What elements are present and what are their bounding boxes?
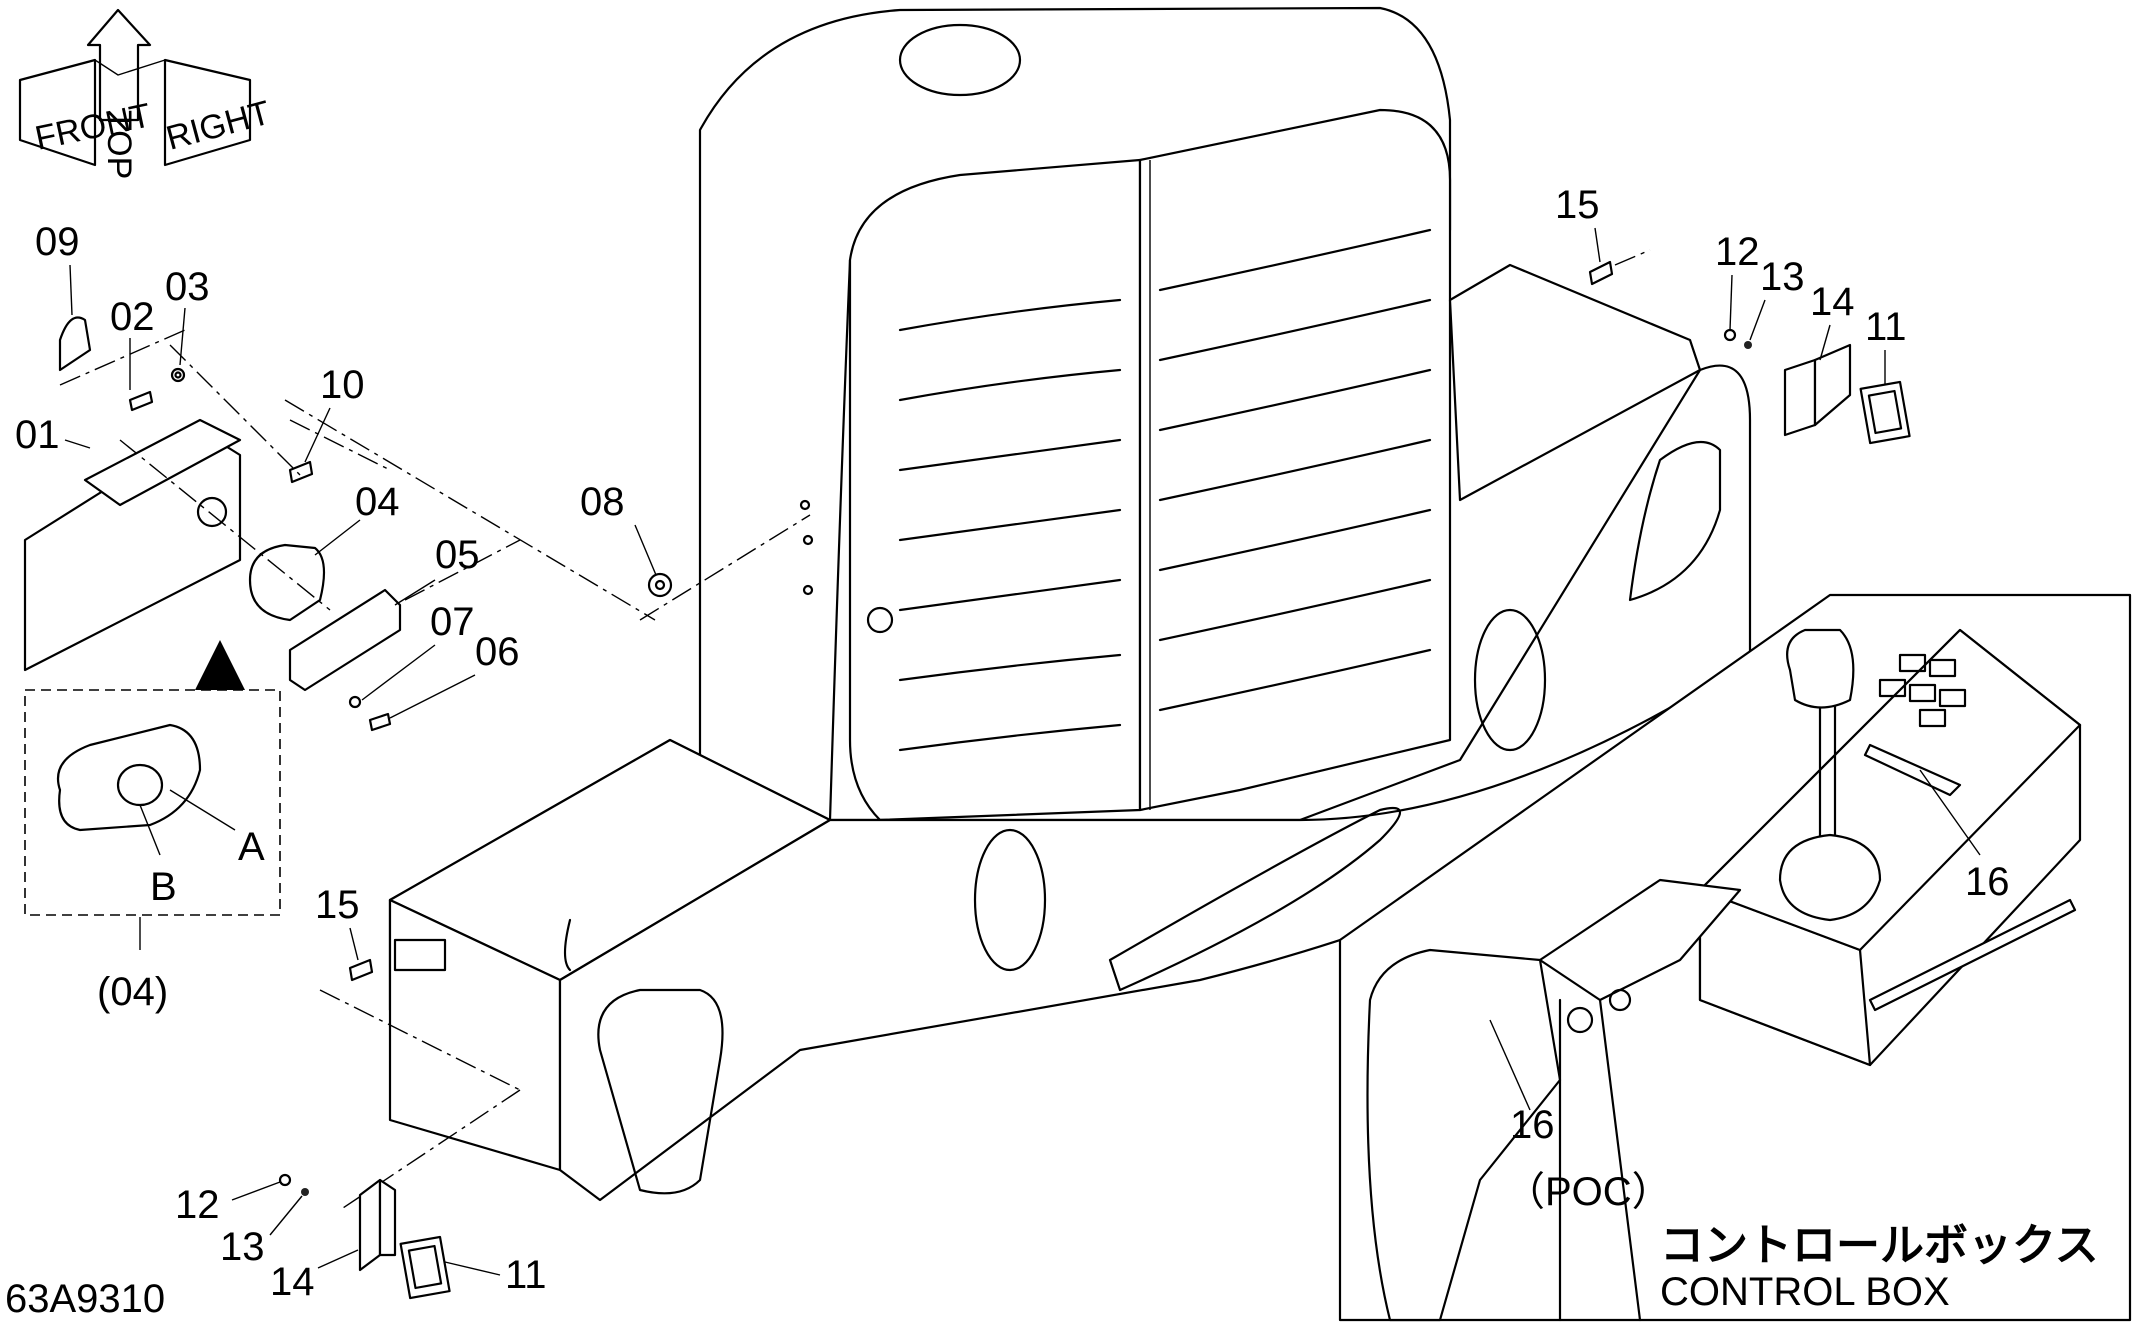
callout-02: 02 (110, 295, 155, 339)
callout-16-poc: 16 (1510, 1103, 1555, 1147)
callout-16-box: 16 (1965, 860, 2010, 904)
detail-label-b: B (150, 865, 177, 909)
latch-detail: A B (04) (24, 689, 281, 1014)
callout-04: 04 (355, 480, 400, 524)
orientation-top: TOP (100, 110, 138, 179)
callout-14-left: 14 (270, 1260, 315, 1304)
callout-06: 06 (475, 630, 520, 674)
detail-ref: (04) (97, 970, 168, 1014)
callout-13-left: 13 (220, 1225, 265, 1269)
callout-15-left: 15 (315, 883, 360, 927)
callout-15-right: 15 (1555, 183, 1600, 227)
callout-10: 10 (320, 363, 365, 407)
callout-13-right: 13 (1760, 255, 1805, 299)
callout-01: 01 (15, 413, 60, 457)
callout-11-right: 11 (1865, 305, 1907, 349)
callout-labels: 01 02 03 04 05 06 07 08 09 10 11 11 12 1… (15, 183, 2010, 1304)
detail-label-a: A (238, 825, 265, 869)
callout-14-right: 14 (1810, 280, 1855, 324)
left-cover-parts (23, 316, 811, 732)
control-box-title-jp: コントロールボックス (1660, 1220, 2099, 1271)
callout-12-left: 12 (175, 1183, 220, 1227)
callout-12-right: 12 (1715, 230, 1760, 274)
control-box-title-en: CONTROL BOX (1660, 1270, 1950, 1314)
poc-label: （POC） (1505, 1170, 1672, 1214)
orientation-indicator: FRONT TOP RIGHT (18, 8, 274, 179)
counterweight-assembly (388, 6, 1752, 1202)
callout-08: 08 (580, 480, 625, 524)
callout-03: 03 (165, 265, 210, 309)
callout-05: 05 (435, 533, 480, 577)
small-fasteners (278, 249, 1911, 1300)
callout-09: 09 (35, 220, 80, 264)
drawing-number: 63A9310 (5, 1277, 165, 1321)
control-box-inset (1338, 593, 2132, 1322)
callout-07: 07 (430, 600, 475, 644)
callout-11-left: 11 (505, 1253, 547, 1297)
